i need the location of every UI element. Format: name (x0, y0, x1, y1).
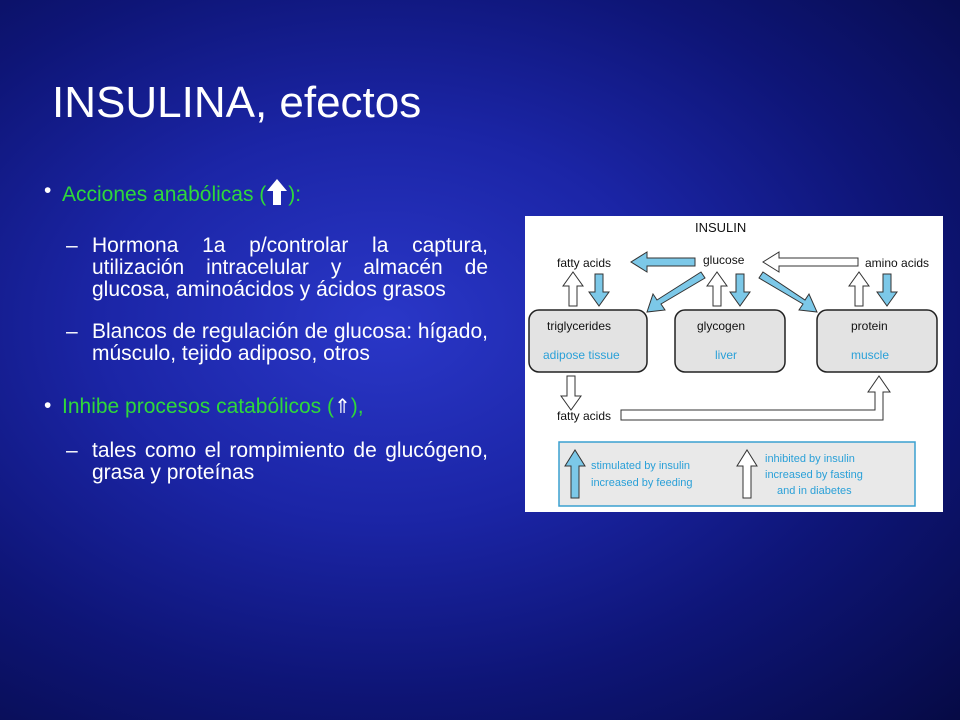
diagram-header: INSULIN (695, 220, 746, 235)
amino-acids-label: amino acids (865, 256, 929, 270)
insulin-diagram: INSULIN fatty acids glucose amino acids … (525, 216, 943, 512)
arrow-glucose-to-fatty-acids (630, 251, 696, 273)
bullet-anabolic: • Acciones anabólicas (): (44, 178, 488, 213)
arrow-amino-to-glucose (762, 251, 859, 273)
sub-dash: – (66, 234, 78, 257)
bullet-catabolic-close: ), (350, 395, 364, 418)
legend-inhibited-line1: inhibited by insulin (765, 453, 855, 465)
arrow-up-fatty-open (562, 271, 584, 307)
legend-filled-arrow-icon (564, 449, 586, 499)
box-protein-label: protein (851, 319, 888, 333)
legend-inhibited-line3: and in diabetes (777, 485, 852, 497)
fatty-acids-bottom-label: fatty acids (557, 409, 611, 423)
subitem-breakdown: – tales como el rompimiento de glucógeno… (66, 440, 488, 484)
legend-stimulated-line2: increased by feeding (591, 477, 693, 489)
subitem-hormone: – Hormona 1a p/controlar la captura, uti… (66, 235, 488, 301)
legend-open-arrow-icon (736, 449, 758, 499)
slide-content: • Acciones anabólicas (): – Hormona 1a p… (44, 178, 488, 484)
arrow-down-fatty-filled (588, 273, 610, 307)
legend-box (558, 441, 916, 507)
triglycerides-box (528, 309, 648, 373)
bullet-dot: • (44, 394, 52, 417)
box-muscle-label: muscle (851, 348, 889, 362)
subitem-hormone-text: Hormona 1a p/controlar la captura, utili… (92, 234, 488, 301)
legend-inhibited-line2: increased by fasting (765, 469, 863, 481)
arrow-down-amino-filled (876, 273, 898, 307)
arrow-glucose-to-adipose (646, 271, 706, 313)
arrow-up-amino-open (848, 271, 870, 307)
bullet-catabolic: • Inhibe procesos catabólicos (⇑), (44, 393, 488, 420)
arrow-glucose-to-muscle (758, 271, 818, 313)
box-glycogen-label: glycogen (697, 319, 745, 333)
arrow-up-glycogen-open (706, 271, 728, 307)
glucose-label: glucose (703, 253, 745, 267)
subitem-breakdown-text: tales como el rompimiento de glucógeno, … (92, 439, 488, 484)
box-adipose-tissue-label: adipose tissue (543, 348, 620, 362)
glycogen-box (674, 309, 786, 373)
fatty-acids-top-label: fatty acids (557, 256, 611, 270)
arrow-down-glycogen-filled (729, 273, 751, 307)
box-liver-label: liver (715, 348, 737, 362)
bullet-catabolic-text: Inhibe procesos catabólicos (⇑), (62, 393, 364, 420)
subitem-targets-text: Blancos de regulación de glucosa: hígado… (92, 320, 488, 365)
bullet-anabolic-label: Acciones anabólicas ( (62, 183, 267, 206)
box-triglycerides-label: triglycerides (547, 319, 611, 333)
protein-box (816, 309, 938, 373)
legend-stimulated-line1: stimulated by insulin (591, 460, 690, 472)
arrow-down-triglycerides-open (560, 375, 582, 411)
up-arrow-solid-icon (266, 178, 288, 213)
arrow-fatty-to-muscle-open (620, 375, 891, 421)
sub-dash: – (66, 439, 78, 462)
bullet-anabolic-text: Acciones anabólicas (): (62, 178, 301, 213)
bullet-catabolic-label: Inhibe procesos catabólicos ( (62, 395, 334, 418)
bullet-dot: • (44, 179, 52, 202)
subitem-targets: – Blancos de regulación de glucosa: híga… (66, 321, 488, 365)
bullet-anabolic-close: ): (288, 183, 302, 206)
sub-dash: – (66, 320, 78, 343)
up-arrow-open-icon: ⇑ (334, 394, 351, 418)
slide-title: INSULINA, efectos (52, 78, 422, 127)
